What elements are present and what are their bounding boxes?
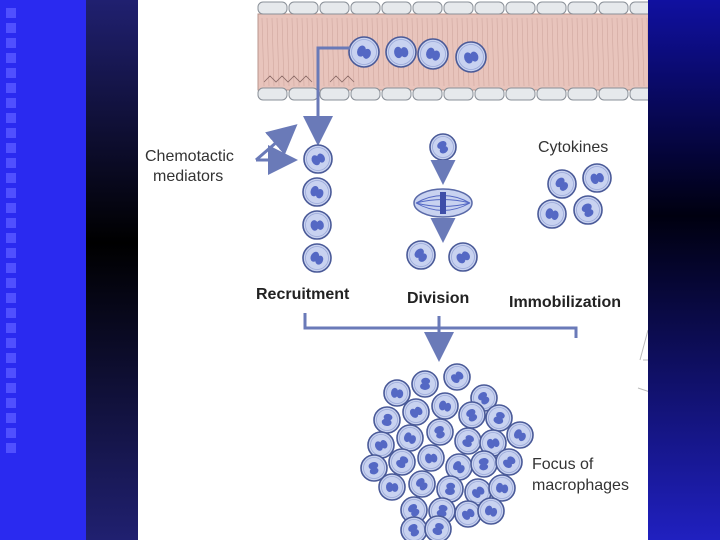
- cell: [384, 380, 410, 406]
- diagram-slide: Chemotactic mediators Cytokines Recruitm…: [138, 0, 648, 540]
- cell: [432, 393, 458, 419]
- stray-marks: [638, 330, 648, 392]
- endothelial-cell: [258, 88, 287, 100]
- endothelial-cell: [413, 88, 442, 100]
- endothelial-cell: [475, 88, 504, 100]
- cell: [386, 37, 416, 67]
- mitotic-spindle: [414, 189, 472, 217]
- cell: [407, 241, 435, 269]
- endothelial-cell: [258, 2, 287, 14]
- cell: [303, 178, 331, 206]
- cell: [455, 428, 481, 454]
- cell: [425, 516, 451, 540]
- endothelium-top: [258, 2, 648, 14]
- endothelial-cell: [351, 2, 380, 14]
- cell: [478, 498, 504, 524]
- left-blue-band: [0, 0, 86, 540]
- cell: [538, 200, 566, 228]
- focus-label-line2: macrophages: [532, 477, 629, 495]
- cell: [409, 471, 435, 497]
- endothelial-cell: [289, 88, 318, 100]
- cell: [459, 402, 485, 428]
- focus-label-line1: Focus of: [532, 456, 593, 474]
- macrophage-focus-cluster: [361, 364, 533, 540]
- chemotactic-arrow-up: [256, 128, 293, 160]
- chemotactic-label-line1: Chemotactic: [145, 148, 234, 166]
- left-gradient-band: [86, 0, 138, 540]
- cell: [418, 445, 444, 471]
- cell: [403, 399, 429, 425]
- cell: [574, 196, 602, 224]
- cell: [449, 243, 477, 271]
- recruited-cells: [303, 145, 332, 272]
- endothelial-cell: [351, 88, 380, 100]
- cell: [303, 244, 331, 272]
- endothelial-cell: [506, 88, 535, 100]
- endothelial-cell: [289, 2, 318, 14]
- endothelial-cell: [444, 2, 473, 14]
- endothelial-cell: [568, 88, 597, 100]
- cell: [444, 364, 470, 390]
- endothelial-cell: [475, 2, 504, 14]
- cell: [471, 451, 497, 477]
- right-gradient-band: [648, 0, 720, 540]
- cell: [349, 37, 379, 67]
- cell: [397, 425, 423, 451]
- cell: [389, 449, 415, 475]
- division-label: Division: [407, 290, 469, 308]
- endothelial-cell: [537, 2, 566, 14]
- cell: [496, 449, 522, 475]
- division-group: [407, 134, 477, 271]
- dividing-cell-parent: [430, 134, 456, 160]
- cell: [507, 422, 533, 448]
- endothelial-cell: [382, 88, 411, 100]
- endothelial-cell: [320, 88, 349, 100]
- cell: [455, 501, 481, 527]
- cell: [489, 475, 515, 501]
- cell: [368, 432, 394, 458]
- cell: [583, 164, 611, 192]
- endothelial-cell: [630, 2, 648, 14]
- daughter-cells: [407, 241, 477, 271]
- cell: [548, 170, 576, 198]
- square-bullet-column: [6, 8, 20, 468]
- cell: [304, 145, 332, 173]
- chemotactic-label-line2: mediators: [153, 168, 223, 186]
- endothelial-cell: [568, 2, 597, 14]
- cell: [486, 405, 512, 431]
- endothelial-cell: [413, 2, 442, 14]
- endothelial-cell: [382, 2, 411, 14]
- endothelial-cell: [630, 88, 648, 100]
- endothelial-cell: [320, 2, 349, 14]
- immobilized-cells: [538, 164, 611, 228]
- cell: [412, 371, 438, 397]
- cell: [401, 517, 427, 540]
- endothelial-cell: [599, 2, 628, 14]
- endothelial-cell: [506, 2, 535, 14]
- cell: [430, 134, 456, 160]
- cell: [374, 407, 400, 433]
- cell: [418, 39, 448, 69]
- cell: [427, 419, 453, 445]
- cell: [456, 42, 486, 72]
- endothelial-cell: [599, 88, 628, 100]
- immobilization-label: Immobilization: [509, 294, 621, 312]
- recruitment-label: Recruitment: [256, 286, 349, 304]
- cell: [303, 211, 331, 239]
- endothelial-cell: [444, 88, 473, 100]
- endothelial-cell: [537, 88, 566, 100]
- cell: [379, 474, 405, 500]
- cytokines-label: Cytokines: [538, 139, 608, 157]
